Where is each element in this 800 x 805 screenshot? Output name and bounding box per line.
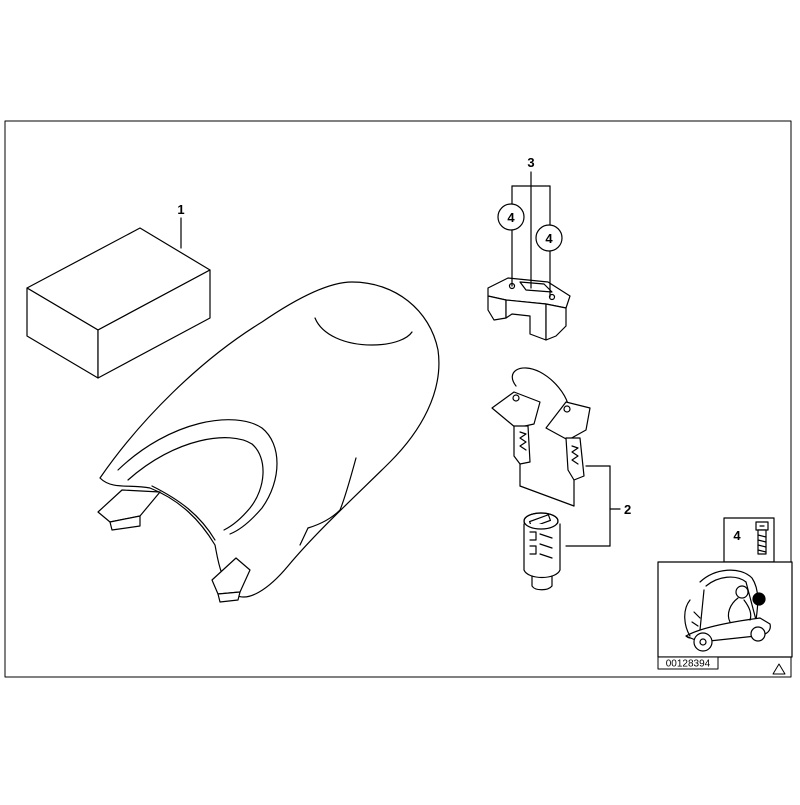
- screw-icon[interactable]: [755, 521, 769, 555]
- lock-cylinder[interactable]: [523, 512, 561, 591]
- callout-label-1: 1: [177, 202, 184, 217]
- box-part[interactable]: [26, 227, 211, 379]
- callout-label-4-inset: 4: [733, 528, 741, 543]
- callout-circle-4a: [497, 203, 525, 231]
- seat-cover-part[interactable]: [97, 281, 440, 603]
- callout-label-2: 2: [624, 502, 631, 517]
- drawing-number: 00128394: [666, 659, 711, 670]
- key-right[interactable]: [545, 401, 591, 481]
- callout-label-4b: 4: [545, 231, 553, 246]
- scooter-thumbnail: [657, 561, 793, 658]
- key-left[interactable]: [491, 391, 541, 465]
- callout-circle-4b: [535, 224, 563, 252]
- callout-label-4a: 4: [507, 210, 515, 225]
- drawing-number-box: [657, 656, 719, 670]
- location-marker: [752, 592, 766, 606]
- diagram-frame: [4, 120, 792, 678]
- callout-label-3: 3: [527, 155, 534, 170]
- lock-set-leaders: [519, 463, 621, 547]
- holder-part[interactable]: [487, 277, 571, 341]
- key-ring-wire: [511, 367, 569, 405]
- triangle-icon: [772, 663, 786, 675]
